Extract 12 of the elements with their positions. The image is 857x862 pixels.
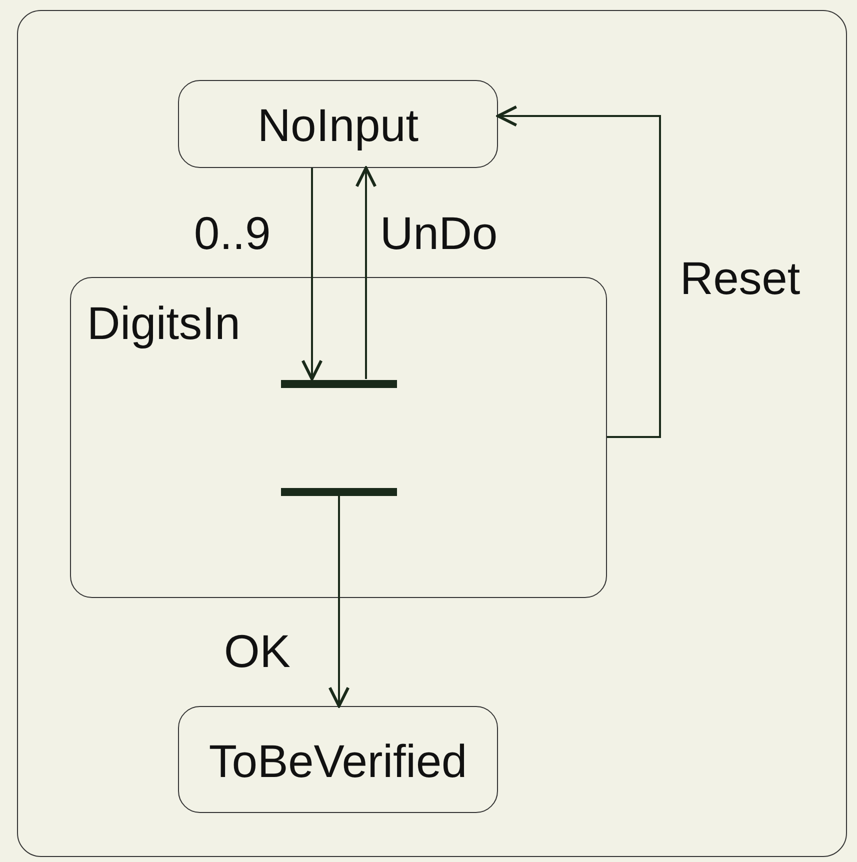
state-box [178, 706, 498, 813]
transition-arrow [301, 168, 323, 380]
state-box [70, 277, 607, 598]
transition-arrow [355, 166, 377, 379]
transition-arrow [496, 105, 661, 438]
state-name: DigitsIn [87, 300, 240, 346]
sync-bar [281, 380, 397, 388]
state-name: NoInput [256, 102, 420, 148]
sync-bar [281, 488, 397, 496]
transition-arrow [328, 495, 350, 708]
state-name: ToBeVerified [208, 738, 468, 784]
state-box [178, 80, 498, 168]
